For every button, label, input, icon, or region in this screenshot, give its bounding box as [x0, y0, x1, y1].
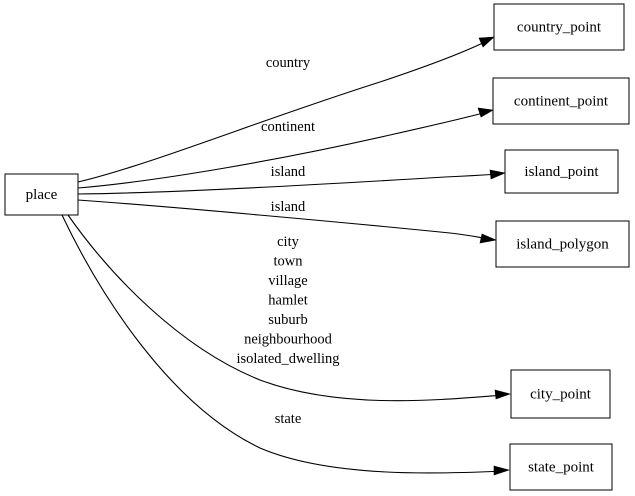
edge-line-place-to-state_point [61, 214, 504, 474]
edge-label-line: town [274, 254, 304, 270]
node-island_point[interactable]: island_point [504, 149, 619, 194]
edge-label-city_point: city town village hamlet suburb neighbourhood… [236, 234, 339, 367]
edge-label-line: hamlet [268, 293, 307, 309]
edge-label-island_polygon: island [271, 199, 306, 215]
node-box-island_polygon [495, 220, 630, 268]
arrowhead-icon [494, 389, 512, 400]
node-label-island_point: island_point [524, 164, 599, 180]
edge-label-state_point: state [275, 411, 302, 427]
edge-label-line: island [271, 164, 306, 180]
node-country_point[interactable]: country_point [493, 3, 625, 51]
node-label-island_polygon: island_polygon [516, 236, 609, 252]
edge-label-island_point: island [271, 164, 306, 180]
edge-line-place-to-city_point [67, 214, 505, 402]
arrowhead-icon [493, 465, 511, 476]
edge-label-line: city [277, 234, 299, 250]
node-label-place: place [26, 187, 58, 203]
node-label-country_point: country_point [517, 19, 602, 35]
node-state_point[interactable]: state_point [509, 443, 613, 491]
edge-place-island_polygon[interactable]: island [77, 199, 498, 244]
node-label-city_point: city_point [530, 386, 592, 402]
node-label-continent_point: continent_point [514, 93, 609, 109]
edge-label-line: country [266, 55, 311, 71]
edge-place-continent_point[interactable]: continent [77, 107, 494, 189]
node-city_point[interactable]: city_point [510, 369, 611, 419]
edge-place-island_point[interactable]: island [77, 164, 507, 195]
edge-label-line: island [271, 199, 306, 215]
edge-place-country_point[interactable]: country [77, 36, 495, 183]
edge-label-line: continent [261, 119, 315, 135]
edge-label-line: village [268, 273, 307, 289]
edge-place-state_point[interactable]: state [61, 214, 511, 476]
arrowhead-icon [479, 233, 498, 244]
node-label-state_point: state_point [528, 459, 595, 475]
edge-label-line: suburb [268, 312, 307, 328]
arrowhead-icon [478, 36, 495, 48]
node-place[interactable]: place [4, 173, 79, 216]
edge-label-line: isolated_dwelling [236, 351, 339, 367]
node-box-country_point [493, 3, 625, 51]
node-continent_point[interactable]: continent_point [492, 77, 630, 125]
edge-line-place-to-country_point [77, 39, 490, 183]
edge-line-place-to-island_polygon [77, 199, 491, 240]
edge-label-line: neighbourhood [244, 332, 333, 348]
edge-label-line: state [275, 411, 302, 427]
edge-place-city_point[interactable]: city town village hamlet suburb neighbourhood… [67, 214, 512, 402]
edge-line-place-to-continent_point [77, 111, 488, 189]
edge-label-continent_point: continent [261, 119, 315, 135]
node-box-island_point [504, 149, 619, 194]
node-box-state_point [509, 443, 613, 491]
arrowhead-icon [477, 107, 494, 118]
node-box-city_point [510, 369, 611, 419]
node-box-place [4, 173, 79, 216]
edge-label-country_point: country [266, 55, 311, 71]
node-island_polygon[interactable]: island_polygon [495, 220, 630, 268]
node-box-continent_point [492, 77, 630, 125]
edge-line-place-to-island_point [77, 173, 500, 195]
arrowhead-icon [489, 169, 507, 180]
